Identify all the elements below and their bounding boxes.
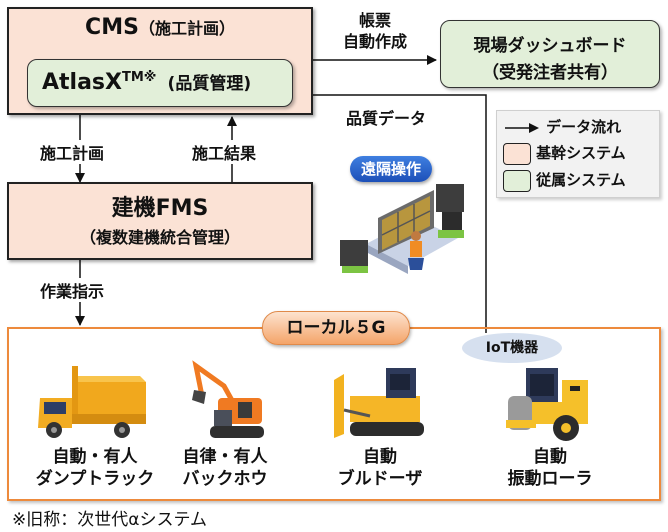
machine-line1: 自動 [363,447,397,467]
fms-subtitle: （複数建機統合管理） [79,228,240,247]
atlasx-name: AtlasX [42,70,122,95]
machine-label-backhoe: 自律・有人 バックホウ [160,446,290,490]
legend-item-sub-system: 従属システム [503,169,626,192]
legend-swatch-core [503,142,531,165]
iot-label: IoT機器 [485,340,539,356]
legend: データ流れ 基幹システム 従属システム [496,110,660,198]
atlasx-role: (品質管理) [167,74,252,94]
cms-subtitle: （施工計画） [138,19,235,38]
atlasx-trademark: TM※ [122,69,157,85]
remote-operation-badge: 遠隔操作 [350,156,432,182]
machine-label-bulldozer: 自動 ブルドーザ [320,446,440,490]
dashboard-subtitle: （受発注者共有） [482,63,618,83]
machine-label-vibration-roller: 自動 振動ローラ [488,446,612,490]
local5g-label: ローカル５G [286,318,386,338]
footnote: ※旧称：次世代αシステム [12,510,207,530]
machine-line1: 自動 [533,447,567,467]
legend-label: 従属システム [536,171,626,189]
cms-box: CMS（施工計画） AtlasXTM※ (品質管理) [7,7,313,115]
bulldozer-icon [334,368,424,438]
fms-box: 建機FMS （複数建機統合管理） [7,182,313,260]
fms-title: 建機FMS [111,196,209,221]
iot-device-badge: IoT機器 [462,333,562,363]
report-label-line1: 帳票 [358,11,391,30]
legend-item-data-flow: データ流れ [505,116,621,137]
backhoe-icon [192,360,264,438]
machine-line2: ブルドーザ [337,469,423,489]
remote-operation-room-icon [340,184,464,274]
report-auto-label: 帳票 自動作成 [330,10,420,52]
dashboard-title: 現場ダッシュボード [473,36,627,56]
dashboard-box: 現場ダッシュボード （受発注者共有） [440,20,660,88]
construction-plan-label: 施工計画 [40,140,105,164]
legend-label: 基幹システム [536,144,626,162]
dump-truck-icon [38,366,146,438]
machine-line2: バックホウ [182,469,268,489]
atlasx-box: AtlasXTM※ (品質管理) [27,59,293,107]
machine-line1: 自律・有人 [182,447,268,467]
legend-arrow-icon [505,122,539,133]
machine-line2: 振動ローラ [507,469,593,489]
machine-line1: 自動・有人 [52,447,138,467]
machine-label-dump-truck: 自動・有人 ダンプトラック [20,446,170,490]
legend-label: データ流れ [546,118,622,136]
legend-item-core-system: 基幹システム [503,142,626,165]
construction-result-label: 施工結果 [192,140,257,164]
local5g-badge: ローカル５G [262,311,410,345]
machine-line2: ダンプトラック [35,469,155,489]
remote-operation-label: 遠隔操作 [360,160,421,178]
arrow-quality-data [299,90,487,333]
work-instruction-label: 作業指示 [40,278,105,302]
cms-title: CMS [85,15,139,40]
quality-data-label: 品質データ [346,109,427,128]
vibration-roller-icon [506,368,588,441]
report-label-line2: 自動作成 [342,32,407,51]
legend-swatch-sub [503,169,531,192]
